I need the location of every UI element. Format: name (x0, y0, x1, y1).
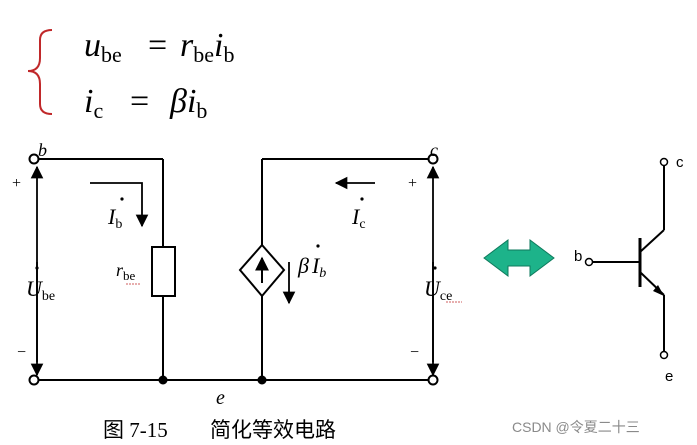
ib-arrow (90, 182, 149, 228)
label-rbe: rbe (116, 260, 136, 283)
transistor-terminal-c (659, 157, 669, 167)
eq2-equals: = (130, 83, 149, 120)
dependent-current-source (238, 243, 286, 298)
terminal-e-right (427, 374, 439, 386)
terminal-e-left (28, 374, 40, 386)
transistor-terminal-e (659, 350, 669, 360)
equivalence-double-arrow (483, 239, 555, 277)
plus-left: + (12, 175, 21, 192)
eq1-lhs: ube (84, 27, 122, 67)
junction-node-1 (158, 375, 168, 385)
resistor-rbe (151, 246, 176, 297)
equation-brace (27, 29, 53, 115)
label-ic: Ic (351, 204, 366, 232)
ube-dot (35, 266, 39, 270)
src-dot (316, 244, 320, 248)
transistor-label-e: e (665, 368, 673, 385)
emitter-arrowhead (653, 285, 664, 296)
label-e: e (216, 387, 225, 409)
ic-dot (360, 197, 364, 201)
uce-dot (433, 266, 437, 270)
eq2-rhs: βib (169, 83, 207, 123)
eq1-equals: = (148, 27, 167, 64)
figure-title: 简化等效电路 (210, 418, 336, 442)
label-ube: Ube (26, 276, 55, 304)
junction-node-2 (257, 375, 267, 385)
transistor-label-c: c (676, 154, 684, 171)
transistor-terminal-b (584, 257, 594, 267)
label-ib: Ib (107, 204, 122, 232)
figure-number: 图 7-15 (103, 418, 168, 442)
label-c: c (430, 140, 438, 160)
minus-left: − (17, 344, 26, 361)
csdn-watermark: CSDN @令夏二十三 (512, 419, 640, 435)
terminal-b (28, 153, 40, 165)
bjt-transistor-symbol (592, 165, 665, 352)
eq2-lhs: ic (84, 83, 103, 123)
label-uce: Uce (424, 276, 452, 304)
terminal-c (427, 153, 439, 165)
ib-dot (120, 197, 124, 201)
eq1-rhs: rbeib (180, 27, 234, 67)
circuit-wires (37, 158, 432, 381)
transistor-label-b: b (574, 248, 582, 265)
label-b: b (38, 140, 47, 160)
minus-right: − (410, 344, 419, 361)
plus-right: + (408, 175, 417, 192)
